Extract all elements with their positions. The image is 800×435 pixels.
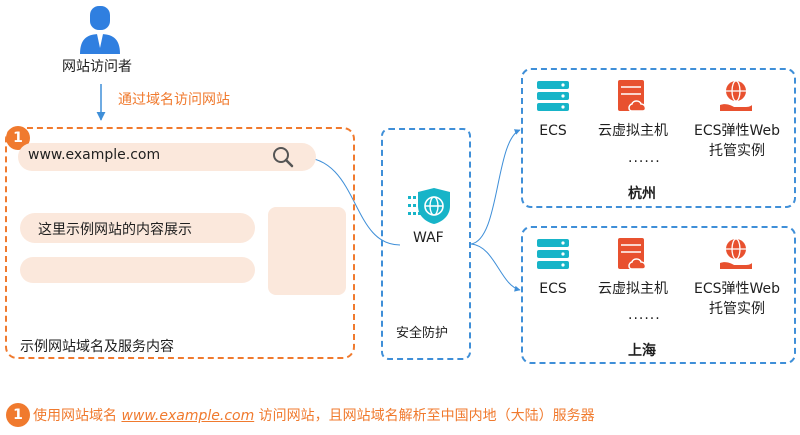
- content-bar: [20, 257, 255, 283]
- service-label: ECS弹性Web: [693, 281, 781, 297]
- region-hangzhou-panel: [521, 68, 796, 208]
- waf-shield-icon: [408, 188, 450, 224]
- footnote-badge: 1: [6, 403, 30, 427]
- content-bar: [20, 213, 255, 243]
- web-hosting-icon: [720, 238, 752, 269]
- ellipsis: ......: [628, 307, 661, 323]
- footnote: 使用网站域名 www.example.com 访问网站，且网站域名解析至中国内地…: [33, 405, 595, 425]
- content-text: 这里示例网站的内容展示: [38, 222, 192, 238]
- virtual-host-icon: [618, 80, 647, 112]
- service-label: 托管实例: [709, 301, 765, 317]
- service-label: 云虚拟主机: [598, 281, 668, 297]
- service-label: ECS: [539, 281, 567, 297]
- footnote-domain-link[interactable]: www.example.com: [121, 408, 255, 424]
- user-icon: [80, 6, 120, 54]
- waf-to-shanghai-arrow: [470, 243, 521, 292]
- access-via-domain-label: 通过域名访问网站: [118, 92, 230, 108]
- service-label: 托管实例: [709, 143, 765, 159]
- region-shanghai-panel: [521, 226, 796, 364]
- web-hosting-icon: [720, 80, 752, 111]
- service-label: 云虚拟主机: [598, 123, 668, 139]
- service-label: ECS: [539, 123, 567, 139]
- ecs-server-icon: [537, 239, 569, 269]
- example-site-panel: [5, 127, 355, 359]
- service-label: ECS弹性Web: [693, 123, 781, 139]
- url-bar[interactable]: [18, 143, 316, 171]
- content-image-placeholder: [268, 207, 346, 295]
- ecs-server-icon: [537, 81, 569, 111]
- waf-caption: 安全防护: [396, 326, 449, 341]
- waf-label: WAF: [413, 230, 444, 246]
- footnote-suffix: 访问网站，且网站域名解析至中国内地（大陆）服务器: [254, 408, 595, 424]
- footnote-prefix: 使用网站域名: [33, 408, 122, 424]
- waf-panel: [381, 128, 471, 360]
- visitor-label: 网站访问者: [62, 59, 132, 75]
- virtual-host-icon: [618, 238, 647, 270]
- url-text: www.example.com: [28, 147, 161, 163]
- site-caption: 示例网站域名及服务内容: [20, 339, 174, 355]
- search-icon[interactable]: [270, 145, 296, 169]
- region-name-hangzhou: 杭州: [628, 186, 656, 202]
- waf-to-hangzhou-arrow: [470, 129, 521, 245]
- region-name-shanghai: 上海: [628, 343, 656, 359]
- ellipsis: ......: [628, 150, 661, 166]
